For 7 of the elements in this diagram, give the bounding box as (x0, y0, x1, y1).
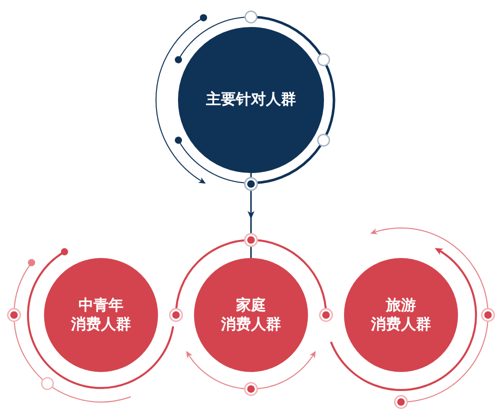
circle-label: 中青年消费人群 (71, 296, 131, 334)
connector-arrow (248, 173, 254, 258)
circle-label: 主要针对人群 (206, 90, 296, 110)
circle-label: 家庭消费人群 (221, 296, 281, 334)
circle-label: 旅游消费人群 (371, 296, 431, 334)
main-circle (178, 27, 324, 173)
group-circle (194, 258, 308, 372)
